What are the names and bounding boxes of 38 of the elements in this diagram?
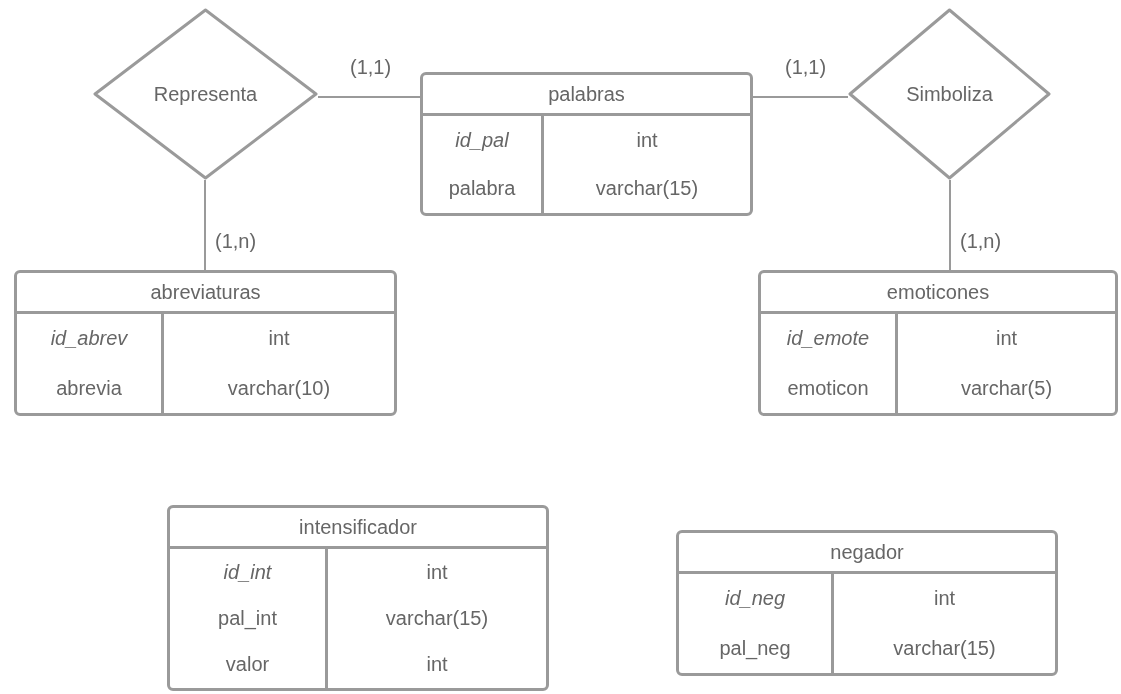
data-type: int <box>994 326 1019 352</box>
entity-table <box>167 505 549 691</box>
data-type: varchar(15) <box>892 635 997 661</box>
entity-table <box>676 530 1058 676</box>
entity-table <box>14 270 397 416</box>
column-name: pal_neg <box>679 623 834 673</box>
data-type: varchar(5) <box>959 375 1054 401</box>
column-name: palabra <box>423 164 544 213</box>
connector-line <box>204 179 206 271</box>
column-name: valor <box>170 641 328 688</box>
relationship-name: Representa <box>153 82 258 106</box>
table-title: palabras <box>423 75 750 116</box>
connector-line <box>317 96 421 98</box>
primary-key-name: id_int <box>170 549 328 596</box>
data-type: varchar(10) <box>226 375 332 401</box>
column-name: pal_int <box>170 595 328 642</box>
column-name: abrevia <box>17 363 164 413</box>
primary-key-name: id_emote <box>761 314 898 364</box>
column-name: emoticon <box>761 363 898 413</box>
primary-key-name: id_neg <box>679 574 834 624</box>
data-type: varchar(15) <box>594 176 700 202</box>
data-type: int <box>932 586 957 612</box>
data-type: int <box>635 127 659 153</box>
relationship-name: Simboliza <box>906 82 993 106</box>
primary-key-name: id_abrev <box>17 314 164 364</box>
connector-line <box>949 179 951 271</box>
connector-line <box>752 96 849 98</box>
table-title: negador <box>679 533 1055 574</box>
entity-table <box>420 72 753 216</box>
data-type: varchar(15) <box>384 606 490 631</box>
primary-key-name: id_pal <box>423 116 544 165</box>
data-type: int <box>425 559 449 585</box>
entity-table <box>758 270 1118 416</box>
data-type: int <box>425 652 449 678</box>
table-title: emoticones <box>761 273 1115 314</box>
table-title: intensificador <box>170 508 546 549</box>
table-title: abreviaturas <box>17 273 394 314</box>
data-type: int <box>267 326 291 352</box>
